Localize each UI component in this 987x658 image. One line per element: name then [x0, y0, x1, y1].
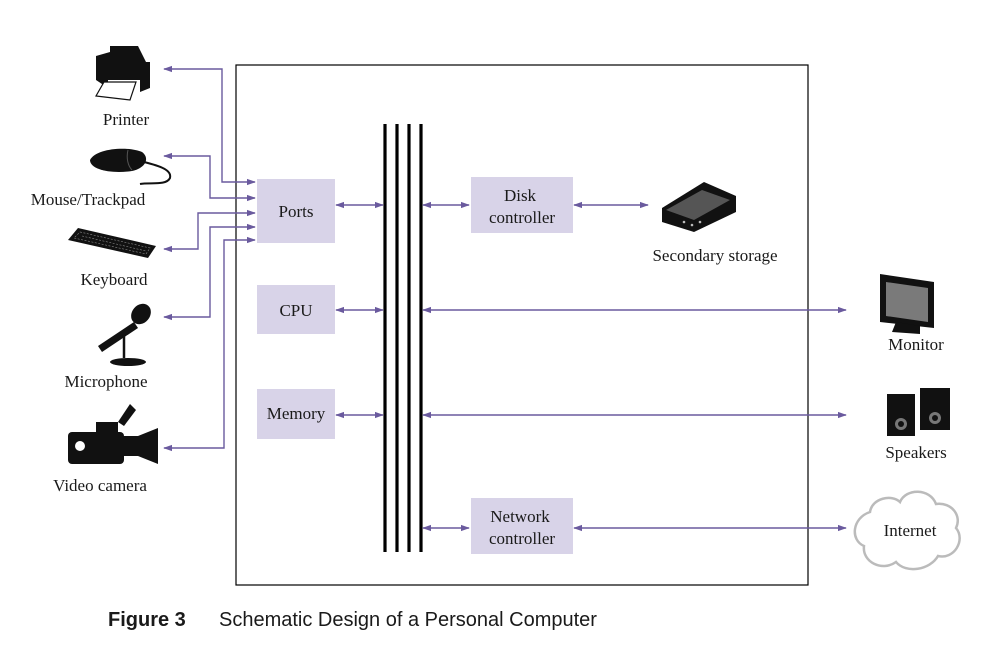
keyboard-label: Keyboard: [80, 270, 148, 289]
mouse-label: Mouse/Trackpad: [31, 190, 146, 209]
network-controller-label-line1: Network: [490, 507, 550, 526]
ports-box: Ports: [257, 179, 335, 243]
memory-label: Memory: [267, 404, 326, 423]
caption-text: Schematic Design of a Personal Computer: [219, 609, 597, 631]
speakers-icon: [887, 388, 950, 436]
caption-number: Figure 3: [108, 609, 186, 631]
cloud-icon: [853, 490, 961, 571]
monitor-label: Monitor: [888, 335, 944, 354]
monitor-icon: [880, 274, 934, 334]
internal-connections: [335, 201, 847, 532]
disk-controller-box: Disk controller: [471, 177, 573, 233]
video-camera-label: Video camera: [53, 476, 147, 495]
camera-link: [163, 236, 256, 452]
microphone-icon: [98, 303, 151, 366]
secondary-storage-label: Secondary storage: [652, 246, 777, 265]
ports-label: Ports: [279, 202, 314, 221]
mouse-link: [163, 152, 256, 202]
disk-controller-label-line2: controller: [489, 208, 555, 227]
cpu-label: CPU: [279, 301, 312, 320]
printer-icon: [95, 46, 150, 101]
disk-controller-label-line1: Disk: [504, 186, 537, 205]
network-controller-box: Network controller: [471, 498, 573, 554]
storage-drive-icon: [662, 182, 736, 232]
microphone-label: Microphone: [64, 372, 147, 391]
printer-label: Printer: [103, 110, 150, 129]
system-bus: [383, 124, 423, 552]
mouse-icon: [90, 148, 172, 185]
internet-label: Internet: [884, 521, 937, 540]
speakers-label: Speakers: [885, 443, 946, 462]
memory-box: Memory: [257, 389, 335, 439]
cpu-box: CPU: [257, 285, 335, 334]
keyboard-icon: [68, 228, 156, 258]
peripheral-connections: [163, 65, 256, 452]
network-controller-label-line2: controller: [489, 529, 555, 548]
video-camera-icon: [68, 404, 158, 464]
figure-caption: Figure 3 Schematic Design of a Personal …: [108, 609, 597, 631]
